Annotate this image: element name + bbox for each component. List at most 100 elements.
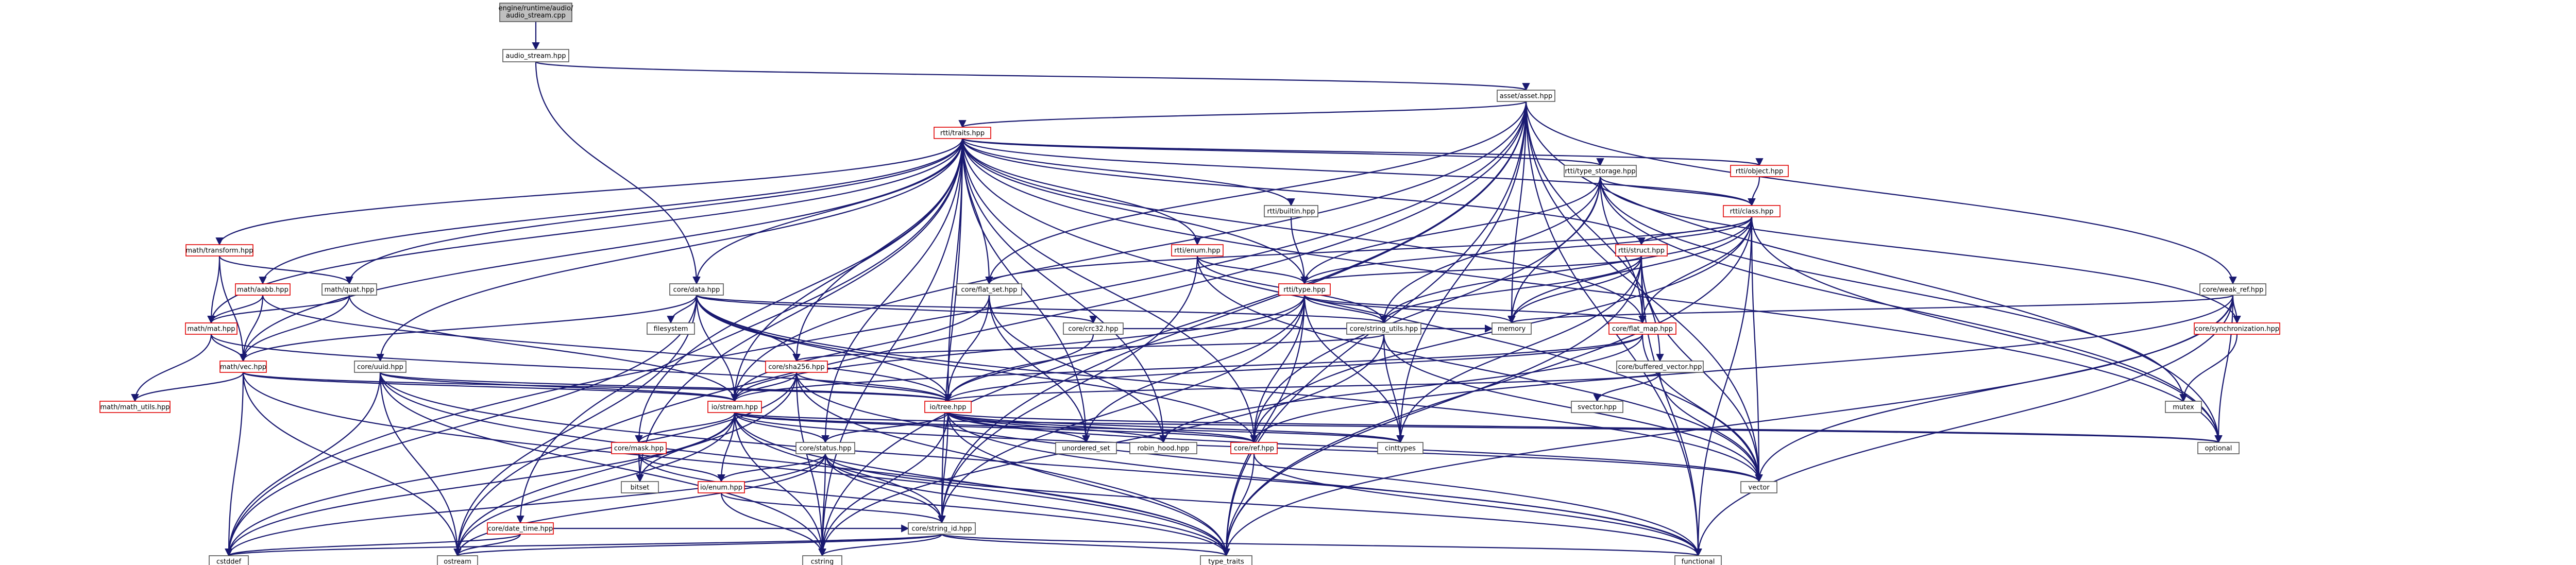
node-core-data[interactable]: core/data.hpp <box>669 283 724 296</box>
node-box <box>647 322 695 335</box>
edge-io-tree-to-core-string-id <box>938 412 949 524</box>
node-core-crc32[interactable]: core/crc32.hpp <box>1063 322 1124 335</box>
node-box <box>1278 283 1331 296</box>
node-label: robin_hood.hpp <box>1138 445 1190 453</box>
edge-rtti-traits-to-cstring <box>818 138 963 557</box>
node-core-mask[interactable]: core/mask.hpp <box>611 442 667 454</box>
edge-rtti-traits-to-core-string-id <box>938 138 963 524</box>
node-box <box>354 361 406 373</box>
node-type-traits: type_traits <box>1200 555 1252 565</box>
node-svector[interactable]: svector.hpp <box>1571 401 1623 413</box>
node-math-utils[interactable]: math/math_utils.hpp <box>99 401 171 413</box>
node-core-buffered-vector[interactable]: core/buffered_vector.hpp <box>1616 361 1704 373</box>
node-box <box>1674 555 1722 565</box>
edge-core-status-to-io-enum <box>717 453 826 483</box>
node-rtti-enum[interactable]: rtti/enum.hpp <box>1171 244 1224 256</box>
node-rtti-object[interactable]: rtti/object.hpp <box>1730 165 1789 177</box>
node-math-aabb[interactable]: math/aabb.hpp <box>235 283 291 296</box>
node-label: core/weak_ref.hpp <box>2202 286 2264 294</box>
node-core-sha256[interactable]: core/sha256.hpp <box>765 361 828 373</box>
edge-asset-to-cstddef <box>225 101 1527 557</box>
node-box <box>611 442 667 454</box>
node-label: functional <box>1682 558 1715 565</box>
node-asset[interactable]: asset/asset.hpp <box>1497 90 1555 102</box>
node-io-stream[interactable]: io/stream.hpp <box>707 401 762 413</box>
node-audio-stream[interactable]: audio_stream.hpp <box>502 49 569 62</box>
node-math-mat[interactable]: math/mat.hpp <box>185 322 238 335</box>
node-rtti-builtin[interactable]: rtti/builtin.hpp <box>1264 205 1318 217</box>
node-label: core/status.hpp <box>799 445 851 453</box>
node-core-date-time[interactable]: core/date_time.hpp <box>487 522 554 535</box>
node-core-string-utils[interactable]: core/string_utils.hpp <box>1346 322 1421 335</box>
node-io-tree[interactable]: io/tree.hpp <box>924 401 972 413</box>
node-core-string-id[interactable]: core/string_id.hpp <box>908 522 976 535</box>
edge-core-sha256-to-io-stream <box>731 372 798 402</box>
edge-math-vec-to-type-traits <box>242 372 1230 557</box>
edge-rtti-traits-to-rtti-enum <box>961 138 1201 246</box>
edge-io-stream-to-type-traits <box>734 412 1230 557</box>
edge-rtti-type-storage-to-core-ref <box>1250 176 1601 443</box>
edge-rtti-traits-to-rtti-struct <box>961 138 1646 246</box>
node-math-vec[interactable]: math/vec.hpp <box>219 361 267 373</box>
edge-core-uuid-to-cstring <box>379 372 826 557</box>
edge-io-stream-to-core-string-id <box>734 412 946 524</box>
node-root[interactable]: engine/runtime/audio/audio_stream.cpp <box>499 3 573 22</box>
node-label: memory <box>1498 326 1526 333</box>
node-box <box>2199 283 2266 296</box>
edge-rtti-traits-to-rtti-type-storage <box>961 138 1604 166</box>
edge-core-synchronization-to-mutex <box>2179 334 2238 402</box>
node-box <box>2165 401 2202 413</box>
edge-core-status-to-cstring <box>818 453 826 557</box>
edge-io-stream-to-ostream <box>453 412 736 557</box>
node-label: math/vec.hpp <box>220 364 266 371</box>
node-rtti-class[interactable]: rtti/class.hpp <box>1723 205 1781 217</box>
node-optional: optional <box>2197 442 2240 454</box>
node-core-weak-ref[interactable]: core/weak_ref.hpp <box>2199 283 2266 296</box>
node-rtti-struct[interactable]: rtti/struct.hpp <box>1615 244 1668 256</box>
edge-rtti-traits-to-math-transform <box>215 138 963 246</box>
node-core-status[interactable]: core/status.hpp <box>795 442 855 454</box>
node-label: svector.hpp <box>1578 404 1617 412</box>
edge-core-data-to-filesystem <box>667 295 698 324</box>
node-io-enum[interactable]: io/enum.hpp <box>698 481 745 493</box>
node-core-uuid[interactable]: core/uuid.hpp <box>354 361 406 373</box>
node-core-flat-set[interactable]: core/flat_set.hpp <box>956 283 1022 296</box>
edge-core-string-id-to-cstring <box>818 534 943 557</box>
node-box <box>1346 322 1421 335</box>
node-rtti-traits[interactable]: rtti/traits.hpp <box>934 127 991 139</box>
edge-rtti-type-to-core-string-id <box>938 295 1306 524</box>
node-box <box>502 49 569 62</box>
node-box <box>1571 401 1623 413</box>
node-box <box>1740 481 1777 493</box>
edge-io-tree-to-robin-hood <box>947 412 1167 443</box>
edge-rtti-traits-to-math-quat <box>345 138 963 285</box>
edge-rtti-traits-to-rtti-object <box>961 138 1763 166</box>
node-rtti-type-storage[interactable]: rtti/type_storage.hpp <box>1564 165 1637 177</box>
node-math-quat[interactable]: math/quat.hpp <box>321 283 377 296</box>
node-cstddef: cstddef <box>209 555 249 565</box>
node-rtti-type[interactable]: rtti/type.hpp <box>1278 283 1331 296</box>
node-core-ref[interactable]: core/ref.hpp <box>1230 442 1278 454</box>
node-label: cstring <box>811 558 834 565</box>
node-label: rtti/struct.hpp <box>1618 247 1665 255</box>
node-box <box>99 401 171 413</box>
node-math-transform[interactable]: math/transform.hpp <box>185 244 253 256</box>
edge-rtti-class-to-core-string-utils <box>1380 216 1753 324</box>
edge-rtti-builtin-to-rtti-type <box>1290 216 1309 285</box>
node-robin-hood[interactable]: robin_hood.hpp <box>1129 442 1197 454</box>
graph-nodes: engine/runtime/audio/audio_stream.cppaud… <box>99 3 2280 565</box>
graph-edges <box>131 22 2241 557</box>
edge-core-string-utils-to-cinttypes <box>1383 334 1404 443</box>
edge-io-tree-to-cstring <box>818 412 949 557</box>
edge-rtti-class-to-rtti-type <box>1300 216 1753 285</box>
edge-rtti-type-storage-to-optional <box>1599 176 2223 443</box>
edge-io-enum-to-core-string-id <box>720 492 946 524</box>
node-core-synchronization[interactable]: core/synchronization.hpp <box>2194 322 2280 335</box>
node-box <box>1063 322 1124 335</box>
edge-io-stream-to-io-enum <box>717 412 736 483</box>
edge-rtti-traits-to-core-status <box>821 138 963 443</box>
node-core-flat-map[interactable]: core/flat_map.hpp <box>1608 322 1676 335</box>
edge-rtti-type-to-unordered-set <box>1082 295 1306 443</box>
node-label: ostream <box>444 558 471 565</box>
